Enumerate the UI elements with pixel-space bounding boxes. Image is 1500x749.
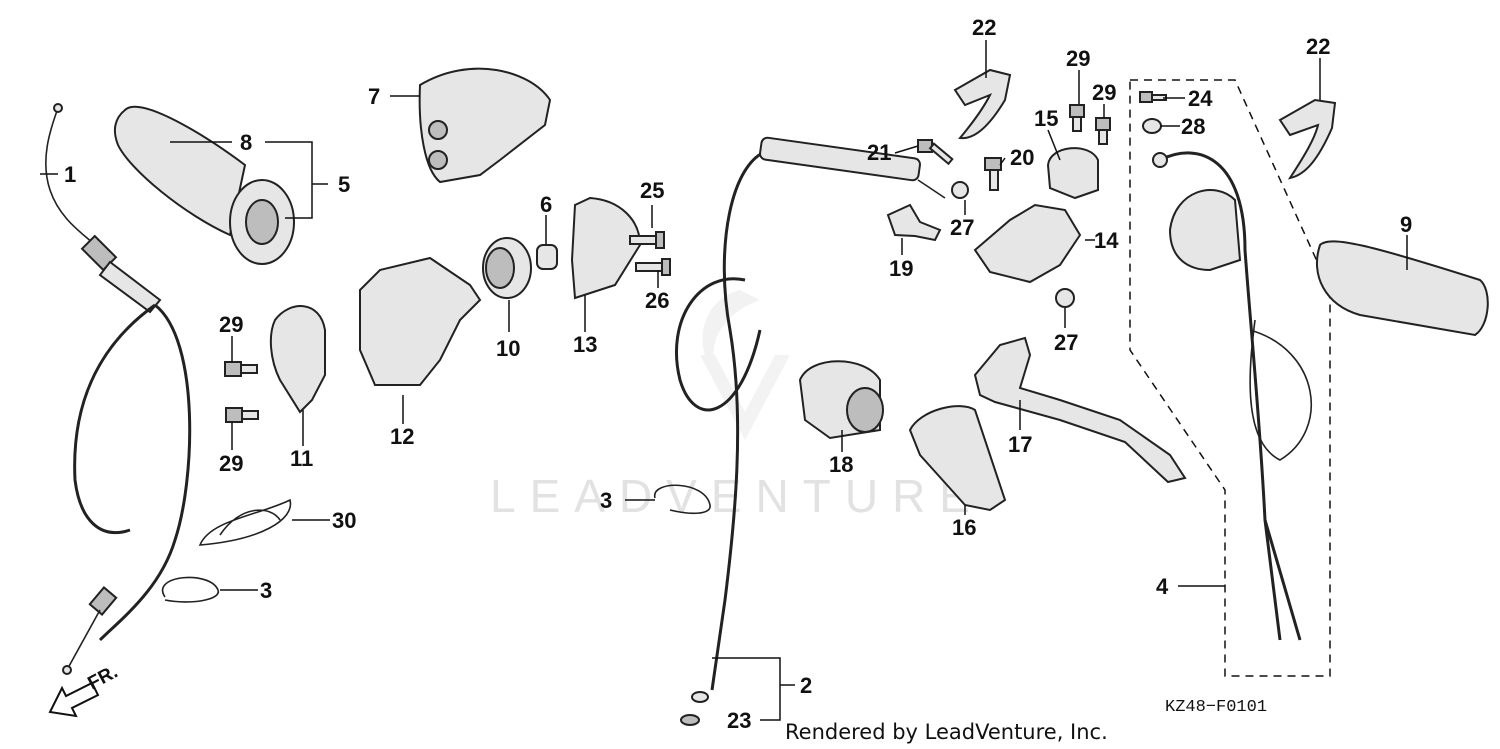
front-direction-indicator: FR. [48, 662, 121, 718]
callout-2: 2 [800, 673, 812, 698]
screw-24 [1139, 91, 1167, 103]
callout-22-center: 22 [972, 15, 996, 40]
throttle-cable [45, 103, 192, 675]
throttle-cover-plate [570, 196, 642, 300]
strap-center [953, 68, 1012, 140]
callout-18: 18 [829, 452, 853, 477]
callout-17: 17 [1008, 432, 1032, 457]
callout-12: 12 [390, 424, 414, 449]
watermark: LEADVENTURE [490, 290, 984, 522]
callout-30: 30 [332, 508, 356, 533]
callout-23: 23 [727, 708, 751, 733]
housing-clamp [269, 305, 326, 414]
callout-7: 7 [368, 84, 380, 109]
callout-3-left: 3 [260, 578, 272, 603]
leader-lines [40, 40, 1408, 721]
callout-19: 19 [889, 256, 913, 281]
callouts: 1 2 3 3 4 5 6 7 8 9 10 11 12 13 14 15 16… [64, 15, 1412, 733]
clutch-lever [973, 336, 1187, 484]
callout-11: 11 [290, 446, 313, 471]
lever-bracket [973, 203, 1082, 284]
switch-assembly [1129, 79, 1331, 677]
cable-end [680, 714, 700, 726]
callout-5: 5 [338, 172, 350, 197]
watermark-text: LEADVENTURE [490, 470, 984, 522]
bolt-29-b [1095, 117, 1111, 145]
cable-clip-left [161, 576, 219, 603]
callout-25: 25 [640, 178, 664, 203]
callout-6: 6 [540, 192, 552, 217]
callout-3-center: 3 [600, 488, 612, 513]
throttle-housing-cover [418, 67, 552, 184]
bolt-left-lower [225, 407, 259, 423]
callout-24: 24 [1188, 86, 1213, 111]
cable-clip-center [654, 484, 711, 515]
lever-cover [908, 405, 1007, 512]
watermark-logo [700, 290, 790, 440]
callout-29-right-b: 29 [1092, 80, 1116, 105]
screw-26 [635, 258, 671, 276]
diagram-code: KZ48−F0101 [1165, 698, 1267, 717]
nut-27-upper [951, 181, 969, 199]
strap-right [1278, 98, 1337, 180]
callout-26: 26 [645, 288, 669, 313]
callout-20: 20 [1010, 145, 1034, 170]
callout-10: 10 [496, 336, 520, 361]
callout-1: 1 [64, 162, 76, 187]
callout-13: 13 [573, 332, 597, 357]
callout-29-left-lower: 29 [219, 451, 243, 476]
washer-28 [1142, 118, 1162, 134]
callout-22-right: 22 [1306, 34, 1330, 59]
throttle-housing [359, 256, 482, 386]
throttle-pulley [482, 237, 532, 299]
callout-15: 15 [1034, 106, 1058, 131]
left-grip [1315, 240, 1489, 337]
nut-27-lower [1055, 288, 1075, 308]
bolt-21 [917, 139, 954, 166]
collar [536, 244, 558, 270]
throttle-grip [113, 105, 295, 265]
bolt-left-upper [224, 361, 258, 377]
clamp-holder [1046, 147, 1099, 200]
callout-28: 28 [1181, 114, 1205, 139]
callout-14: 14 [1094, 228, 1119, 253]
wire-band [198, 498, 292, 546]
callout-16: 16 [952, 515, 976, 540]
credit-line: Rendered by LeadVenture, Inc. [785, 720, 1108, 744]
callout-29-right-a: 29 [1066, 46, 1090, 71]
callout-9: 9 [1400, 212, 1412, 237]
screw-25 [629, 231, 665, 249]
callout-27-upper: 27 [950, 215, 974, 240]
cable-adjuster [798, 360, 884, 440]
callout-8: 8 [240, 130, 252, 155]
pin-20 [984, 157, 1002, 191]
front-arrow-icon [48, 681, 100, 718]
callout-4: 4 [1156, 574, 1169, 599]
bolt-29-a [1069, 104, 1085, 132]
callout-27-lower: 27 [1054, 330, 1078, 355]
adjuster-nut [886, 203, 942, 242]
callout-21: 21 [867, 140, 891, 165]
callout-29-left-upper: 29 [219, 312, 243, 337]
clutch-cable [674, 136, 946, 703]
